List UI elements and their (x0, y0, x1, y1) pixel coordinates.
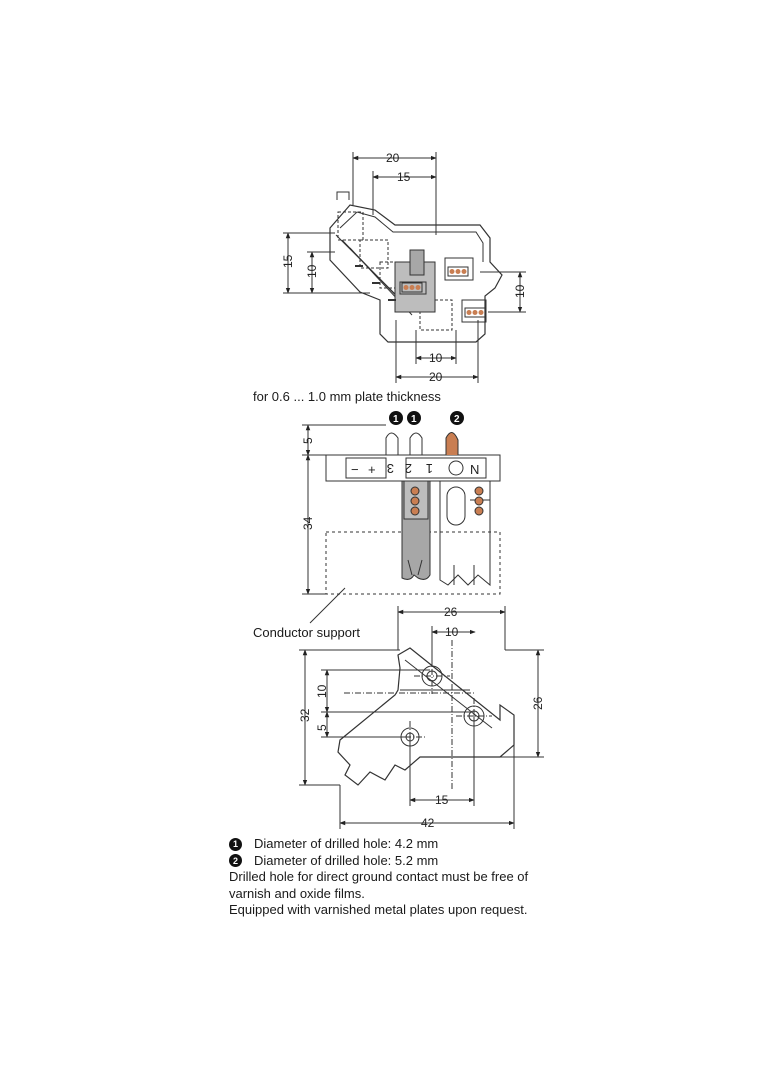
bottom-dim-42: 42 (421, 816, 435, 830)
bottom-dim-26-right: 26 (531, 696, 545, 710)
marker-1a: 1 (393, 414, 399, 425)
side-dim-5: 5 (301, 437, 315, 444)
side-view-contacts (410, 460, 484, 516)
notes: 1 Diameter of drilled hole: 4.2 mm 2 Dia… (229, 836, 569, 919)
top-dim-bottom-10: 10 (429, 351, 443, 365)
terminal-labels: − + 3 2 1 N (351, 461, 479, 477)
bottom-dim-15: 15 (435, 793, 449, 807)
marker-2: 2 (454, 414, 460, 425)
top-dim-20: 20 (386, 151, 400, 165)
bottom-view (299, 606, 544, 829)
bottom-dim-10-top: 10 (445, 625, 459, 639)
top-dim-bottom-20: 20 (429, 370, 443, 384)
note-2-marker: 2 (229, 854, 242, 868)
top-dim-left-15: 15 (281, 254, 295, 268)
note-1-marker: 1 (229, 837, 242, 851)
top-view-copper-contacts (401, 266, 486, 318)
terminal-label-1: 1 (426, 461, 433, 476)
side-view-markers: 1 1 2 (389, 411, 464, 425)
note-2-text: Diameter of drilled hole: 5.2 mm (254, 852, 439, 868)
terminal-label-3: 3 (387, 461, 394, 476)
terminal-label-minus: − (351, 462, 359, 477)
top-dim-right-10: 10 (513, 284, 527, 298)
marker-1b: 1 (411, 414, 417, 425)
top-view (283, 152, 526, 383)
note-1: 1 Diameter of drilled hole: 4.2 mm (229, 836, 569, 853)
terminal-label-2: 2 (405, 461, 412, 476)
side-dim-34: 34 (301, 516, 315, 530)
top-dim-15: 15 (397, 170, 411, 184)
note-2: 2 Diameter of drilled hole: 5.2 mm (229, 853, 569, 870)
bottom-dim-26-top: 26 (444, 605, 458, 619)
conductor-support-caption: Conductor support (253, 625, 360, 640)
note-4: Equipped with varnished metal plates upo… (229, 902, 528, 917)
terminal-label-plus: + (368, 462, 376, 477)
side-view (302, 424, 501, 624)
bottom-dim-10-left: 10 (315, 684, 329, 698)
terminal-label-n: N (470, 462, 479, 477)
plate-thickness-caption: for 0.6 ... 1.0 mm plate thickness (253, 389, 441, 404)
top-dim-left-10: 10 (305, 264, 319, 278)
note-3: Drilled hole for direct ground contact m… (229, 869, 529, 901)
note-1-text: Diameter of drilled hole: 4.2 mm (254, 836, 439, 851)
bottom-dim-5-left: 5 (315, 724, 329, 731)
bottom-dim-32: 32 (298, 708, 312, 722)
